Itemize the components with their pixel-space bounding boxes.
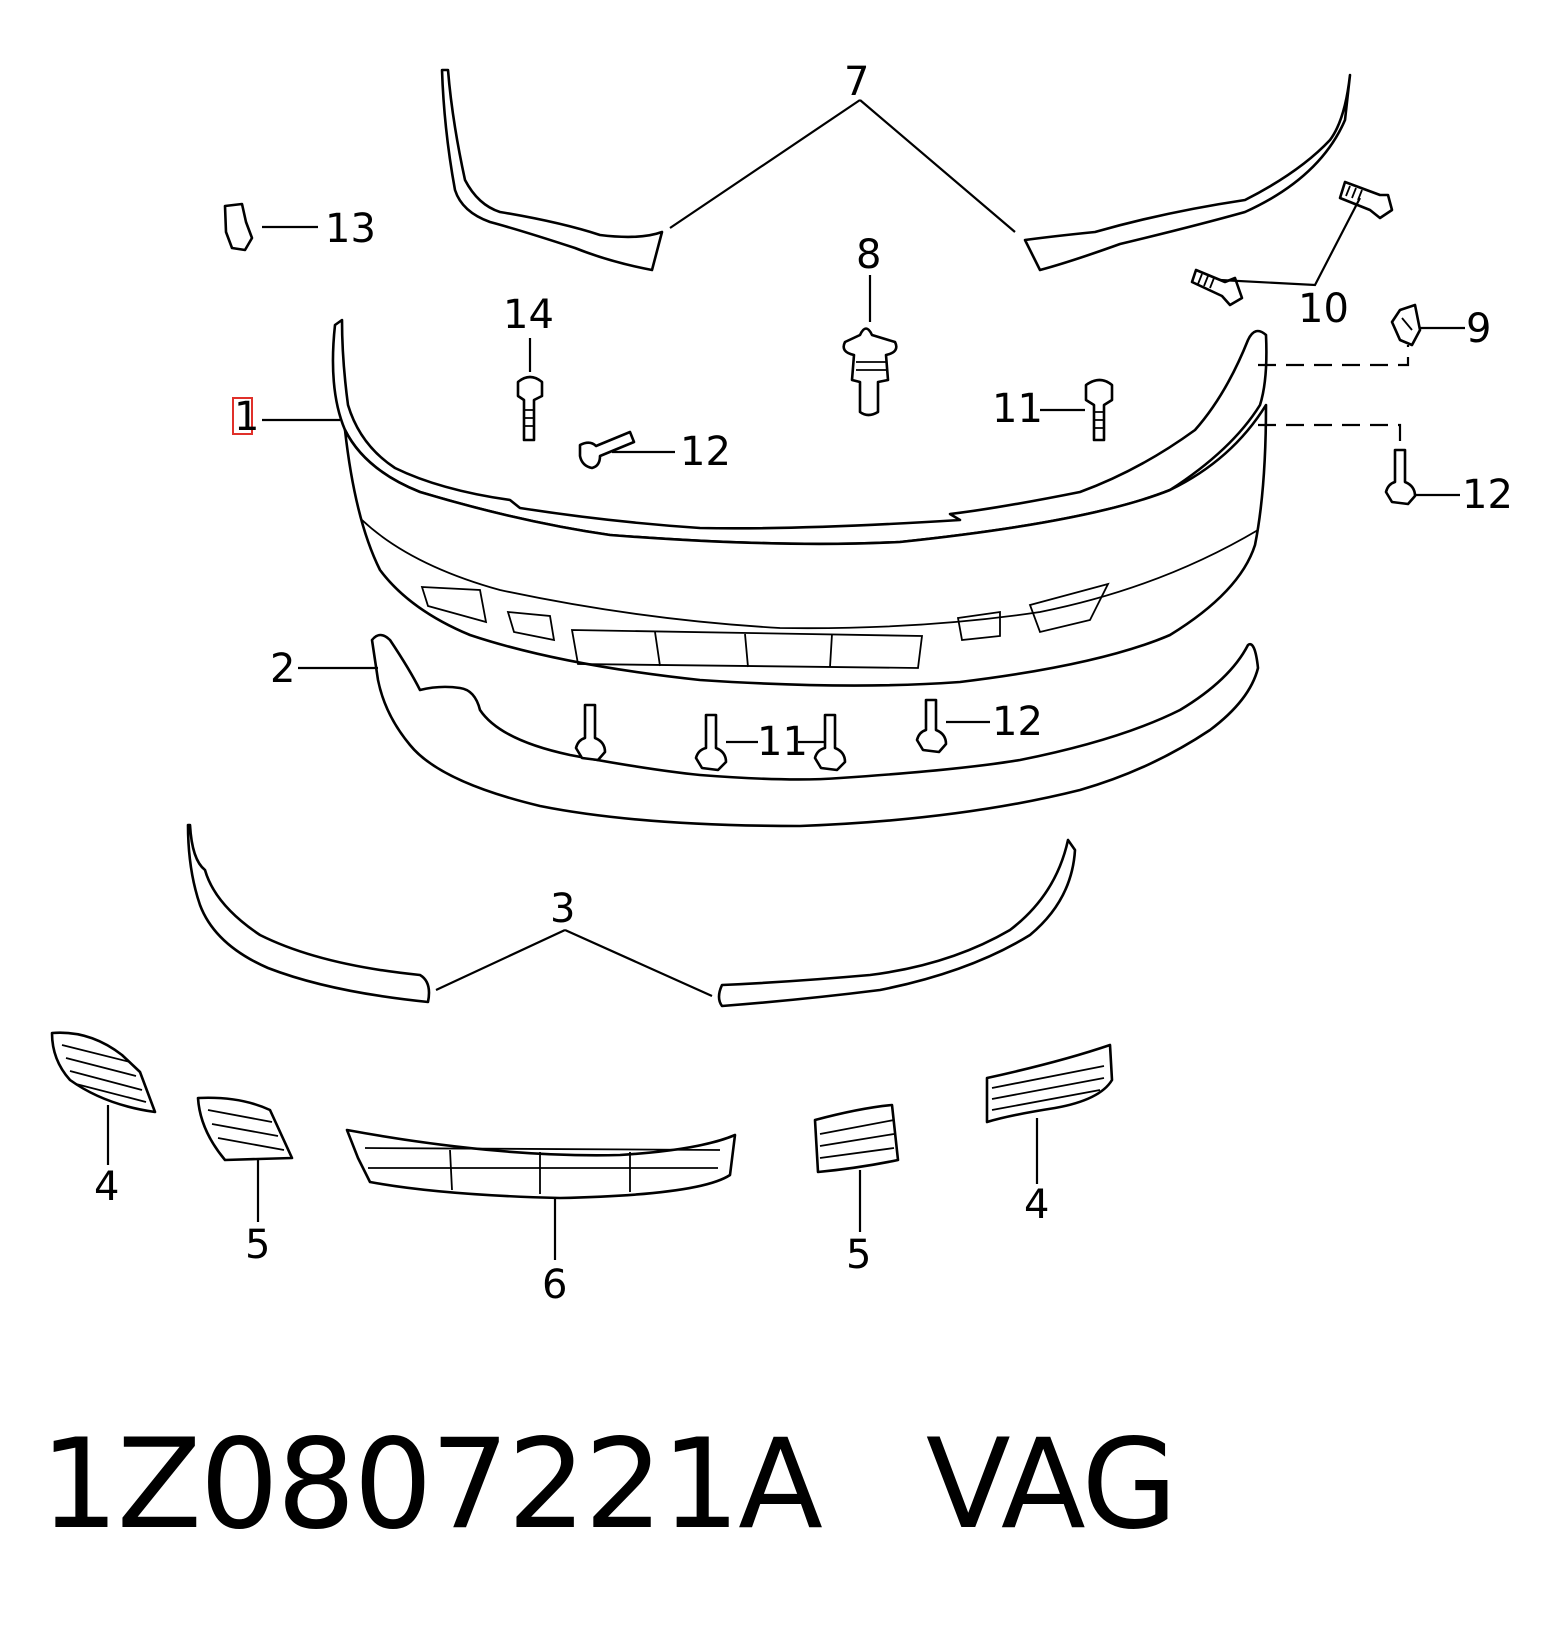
callout-14: 14 [503, 292, 554, 338]
callout-11: 11 [992, 386, 1043, 432]
part-12-screws [578, 430, 1417, 754]
brand-name: VAG [925, 1413, 1178, 1557]
callout-9: 9 [1466, 306, 1491, 352]
part-14-screw [516, 375, 544, 442]
callout-7: 7 [844, 59, 869, 105]
callout-1: 1 [234, 394, 259, 440]
part-number: 1Z0807221A [40, 1413, 823, 1557]
part-13-clip-nut [223, 202, 254, 252]
part-8-push-clip [842, 327, 898, 417]
callout-4: 4 [1024, 1182, 1049, 1228]
part-9-clip [1390, 303, 1422, 347]
part-1-bumper-cover [331, 318, 1268, 687]
part-4-outer-grille-left [50, 1031, 157, 1114]
part-7-upper-trim-strips [440, 68, 1352, 272]
callout-4: 4 [94, 1164, 119, 1210]
part-5-small-grille-left [196, 1096, 294, 1162]
part-4-outer-grille-right [985, 1043, 1114, 1124]
exploded-parts-diagram: 7 13 8 14 10 9 11 1 12 12 2 11 12 3 4 5 … [50, 59, 1513, 1308]
callout-13: 13 [325, 206, 376, 252]
part-11-screws [574, 378, 1114, 772]
part-2-lower-spoiler [370, 633, 1260, 828]
part-3-lower-trim-strips [186, 823, 1077, 1008]
part-6-center-grille [345, 1128, 737, 1200]
part-5-small-grille-right [813, 1103, 900, 1174]
callout-12: 12 [992, 699, 1043, 745]
part-number-caption: 1Z0807221A VAG [40, 1413, 1178, 1557]
callout-1-highlight [232, 397, 253, 435]
callout-12: 12 [1462, 472, 1513, 518]
callout-2: 2 [270, 646, 295, 692]
callout-5: 5 [846, 1232, 871, 1278]
callout-labels: 7 13 8 14 10 9 11 1 12 12 2 11 12 3 4 5 … [94, 59, 1513, 1308]
callout-10: 10 [1298, 286, 1349, 332]
callout-3: 3 [550, 886, 575, 932]
callout-5: 5 [245, 1222, 270, 1268]
part-10-screws [1190, 180, 1394, 307]
leader-lines [106, 99, 1465, 1260]
callout-6: 6 [542, 1262, 567, 1308]
callout-8: 8 [856, 232, 881, 278]
callout-11: 11 [757, 719, 808, 765]
callout-12: 12 [680, 429, 731, 475]
